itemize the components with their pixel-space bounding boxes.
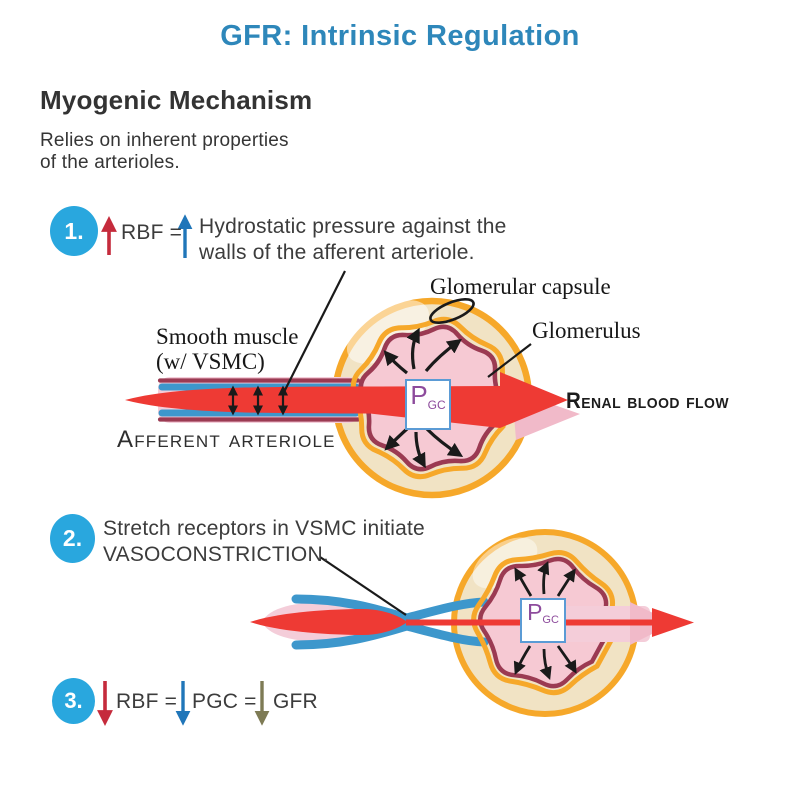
capsule-label-marker	[429, 298, 475, 324]
step3-rbf-label: RBF =	[116, 690, 178, 713]
diagram-1	[125, 270, 580, 499]
glomerular-capsule-label: Glomerular capsule	[430, 274, 611, 299]
step3-gfr-label: GFR	[273, 690, 318, 713]
step2-text-line1: Stretch receptors in VSMC initiate	[103, 517, 425, 540]
step2-text-line2: VASOCONSTRICTION.	[103, 543, 329, 566]
pgc-symbol-1: P	[410, 380, 428, 410]
pgc-symbol-2: P	[527, 599, 543, 625]
smooth-muscle-label-line2: (w/ VSMC)	[156, 349, 265, 374]
capsule-inner-wall-2	[471, 549, 615, 696]
step2-number: 2.	[62, 525, 83, 551]
renal-blood-flow-label: Renal blood flow	[566, 388, 729, 413]
step3-pgc-label: PGC =	[192, 690, 257, 713]
step3-arrows	[97, 681, 270, 726]
pgc-subscript-2: GC	[542, 614, 559, 626]
page-title: GFR: Intrinsic Regulation	[220, 20, 580, 52]
section-subtitle-line1: Relies on inherent properties	[40, 130, 289, 151]
step2-pointer-line	[319, 556, 407, 616]
step1-text-line1: Hydrostatic pressure against the	[199, 215, 507, 238]
step1-number: 1.	[64, 217, 84, 244]
pgc-box-2: P GC	[520, 598, 566, 643]
glomerulus-label: Glomerulus	[532, 318, 641, 343]
smooth-muscle-label-line1: Smooth muscle	[156, 324, 299, 349]
afferent-arteriole-label: Afferent arteriole	[117, 426, 336, 453]
step3-number: 3.	[64, 688, 83, 713]
capsule-inner-wall-1	[350, 316, 512, 480]
constricted-flow-spindle	[250, 609, 406, 635]
step1-badge: 1.	[50, 206, 98, 256]
step2-badge: 2.	[50, 514, 95, 563]
step1-text-line2: walls of the afferent arteriole.	[199, 241, 475, 264]
filtration-arrows-1	[383, 327, 464, 469]
pgc-subscript-1: GC	[427, 398, 446, 412]
section-subtitle-line2: of the arterioles.	[40, 152, 180, 173]
wall-pressure-arrows	[227, 385, 289, 416]
step3-badge: 3.	[52, 678, 95, 724]
renal-blood-flow-arrow-1	[125, 372, 568, 428]
section-heading: Myogenic Mechanism	[40, 85, 313, 115]
filtration-arrows-2	[513, 561, 577, 681]
step1-pointer-line	[283, 270, 346, 393]
pgc-box-1: P GC	[405, 379, 451, 430]
glomerulus-pointer-line	[487, 343, 532, 378]
step1-rbf-label: RBF =	[121, 221, 183, 244]
